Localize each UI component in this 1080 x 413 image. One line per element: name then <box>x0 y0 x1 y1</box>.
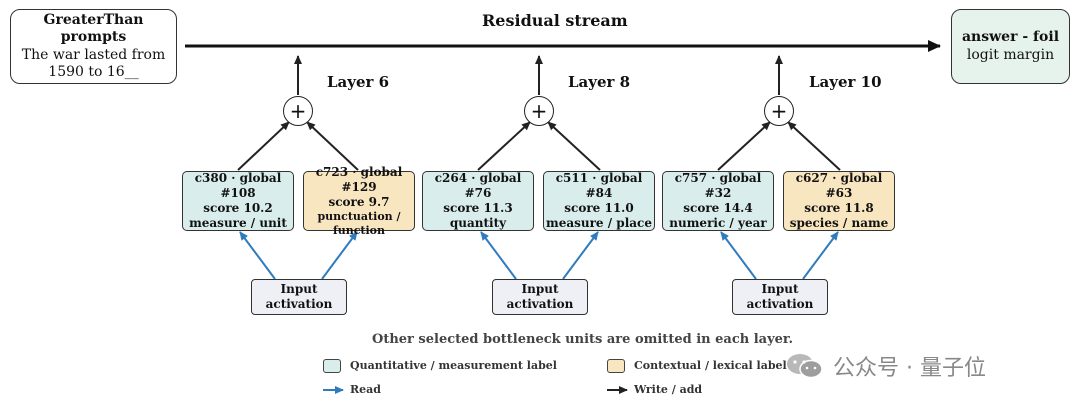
read-arrow <box>802 231 839 280</box>
answer-title: answer - foil <box>961 29 1060 45</box>
write-arrow <box>306 121 359 171</box>
watermark-text: 公众号 · 量子位 <box>833 356 986 381</box>
unit-id: c723 · global #129 <box>315 164 403 194</box>
layer-label: Layer 6 <box>327 73 390 91</box>
unit-id: c757 · global #32 <box>674 171 762 200</box>
prompt-box: GreaterThan prompts The war lasted from … <box>10 9 177 84</box>
unit-label: species / name <box>789 216 889 230</box>
unit-score: score 11.0 <box>564 201 634 215</box>
unit-id: c627 · global #63 <box>795 171 883 200</box>
unit-score: score 14.4 <box>683 201 753 215</box>
write-arrow <box>477 121 531 171</box>
unit-score: score 11.3 <box>443 201 513 215</box>
prompt-line-2: 1590 to 16__ <box>48 64 139 80</box>
unit-score: score 10.2 <box>203 201 273 215</box>
unit-box: c757 · global #32 score 14.4 numeric / y… <box>662 171 774 231</box>
write-arrow <box>787 121 841 171</box>
legend-swatch-quantitative <box>323 359 341 373</box>
read-arrow <box>239 231 276 280</box>
read-arrow <box>480 231 517 280</box>
add-node: + <box>524 96 554 126</box>
layer-label: Layer 8 <box>568 73 631 91</box>
unit-label: punctuation / function <box>317 209 401 237</box>
unit-box: c511 · global #84 score 11.0 measure / p… <box>543 171 655 231</box>
residual-stream-title: Residual stream <box>482 11 628 30</box>
read-arrow <box>321 231 358 280</box>
legend-label-contextual: Contextual / lexical label <box>634 359 787 372</box>
unit-id: c380 · global #108 <box>194 171 282 200</box>
unit-label: numeric / year <box>669 216 767 230</box>
legend-label-quantitative: Quantitative / measurement label <box>350 359 557 372</box>
legend-label-write: Write / add <box>634 383 703 396</box>
legend-label-read: Read <box>350 383 381 396</box>
wechat-icon <box>787 354 823 379</box>
unit-box: c627 · global #63 score 11.8 species / n… <box>783 171 895 231</box>
watermark: 公众号 · 量子位 <box>785 350 986 382</box>
layer-label: Layer 10 <box>809 73 882 91</box>
read-arrow <box>562 231 599 280</box>
answer-box: answer - foil logit margin <box>951 9 1070 84</box>
omitted-units-note: Other selected bottleneck units are omit… <box>372 332 794 347</box>
input-activation-box: Input activation <box>251 279 347 315</box>
add-node: + <box>283 96 313 126</box>
unit-label: quantity <box>449 216 507 230</box>
legend-swatch-contextual <box>607 359 625 373</box>
input-activation-box: Input activation <box>732 279 828 315</box>
write-arrow <box>717 121 771 171</box>
unit-id: c511 · global #84 <box>555 171 643 200</box>
unit-score: score 9.7 <box>328 194 390 209</box>
unit-id: c264 · global #76 <box>434 171 522 200</box>
add-node: + <box>764 96 794 126</box>
unit-box: c723 · global #129 score 9.7 punctuation… <box>303 165 415 237</box>
unit-score: score 11.8 <box>804 201 874 215</box>
unit-label: measure / unit <box>189 216 287 230</box>
unit-box: c380 · global #108 score 10.2 measure / … <box>182 171 294 231</box>
input-activation-box: Input activation <box>492 279 588 315</box>
write-arrow <box>237 121 290 171</box>
prompt-line-1: The war lasted from <box>21 46 166 63</box>
unit-box: c264 · global #76 score 11.3 quantity <box>422 171 534 231</box>
prompt-title: GreaterThan prompts <box>43 11 144 46</box>
unit-label: measure / place <box>546 216 652 230</box>
answer-subtitle: logit margin <box>966 46 1055 63</box>
write-arrow <box>547 121 601 171</box>
read-arrow <box>720 231 757 280</box>
